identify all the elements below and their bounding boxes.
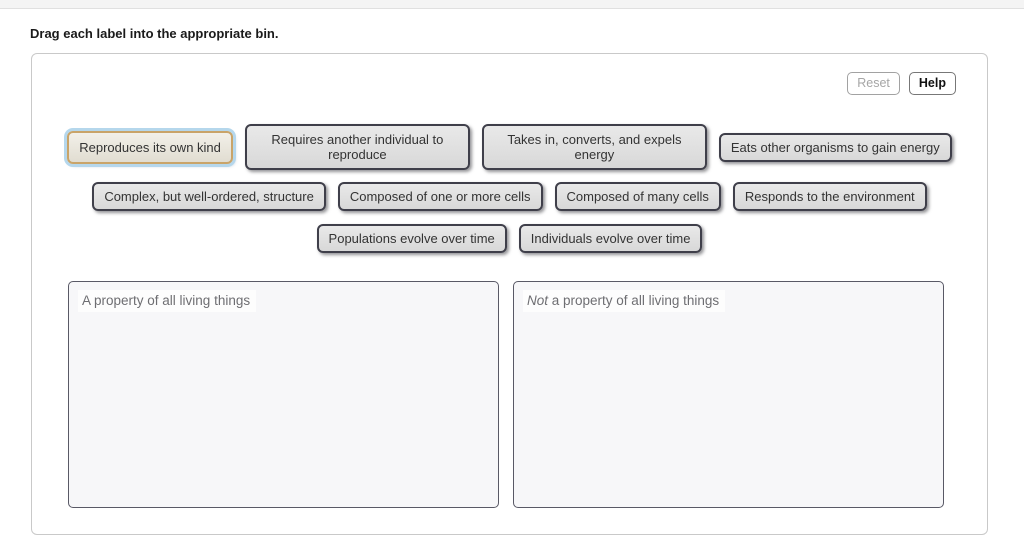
bin-title: A property of all living things — [78, 290, 257, 312]
bin-property-of-all-living-things[interactable]: A property of all living things — [68, 281, 499, 508]
help-button[interactable]: Help — [908, 72, 956, 95]
label-row-1: Reproduces its own kind Requires another… — [67, 124, 952, 170]
bin-title-rest: a property of all living things — [548, 293, 720, 308]
label-takes-in-converts-expels-energy[interactable]: Takes in, converts, and expels energy — [481, 124, 707, 170]
label-populations-evolve[interactable]: Populations evolve over time — [316, 224, 507, 253]
label-composed-one-or-more-cells[interactable]: Composed of one or more cells — [337, 182, 543, 211]
toolbar: Reset Help — [847, 72, 956, 95]
activity-panel: Reset Help Reproduces its own kind Requi… — [31, 53, 988, 535]
label-complex-well-ordered-structure[interactable]: Complex, but well-ordered, structure — [92, 182, 326, 211]
label-row-3: Populations evolve over time Individuals… — [316, 224, 703, 253]
bin-not-property-of-all-living-things[interactable]: Not a property of all living things — [513, 281, 944, 508]
reset-button[interactable]: Reset — [847, 72, 900, 95]
label-eats-other-organisms[interactable]: Eats other organisms to gain energy — [718, 132, 952, 162]
page-instruction: Drag each label into the appropriate bin… — [30, 26, 279, 41]
label-composed-of-many-cells[interactable]: Composed of many cells — [554, 182, 721, 211]
bin-title: Not a property of all living things — [523, 290, 726, 312]
label-requires-another-individual[interactable]: Requires another individual to reproduce — [244, 124, 470, 170]
top-browser-strip — [0, 0, 1024, 9]
bin-title-italic-prefix: Not — [527, 293, 549, 308]
label-individuals-evolve[interactable]: Individuals evolve over time — [518, 224, 703, 253]
draggable-labels-area: Reproduces its own kind Requires another… — [32, 124, 987, 253]
label-row-2: Complex, but well-ordered, structure Com… — [92, 182, 927, 211]
bins-container: A property of all living things Not a pr… — [68, 281, 953, 508]
label-responds-to-environment[interactable]: Responds to the environment — [732, 182, 927, 211]
label-reproduces-its-own-kind[interactable]: Reproduces its own kind — [67, 130, 233, 164]
